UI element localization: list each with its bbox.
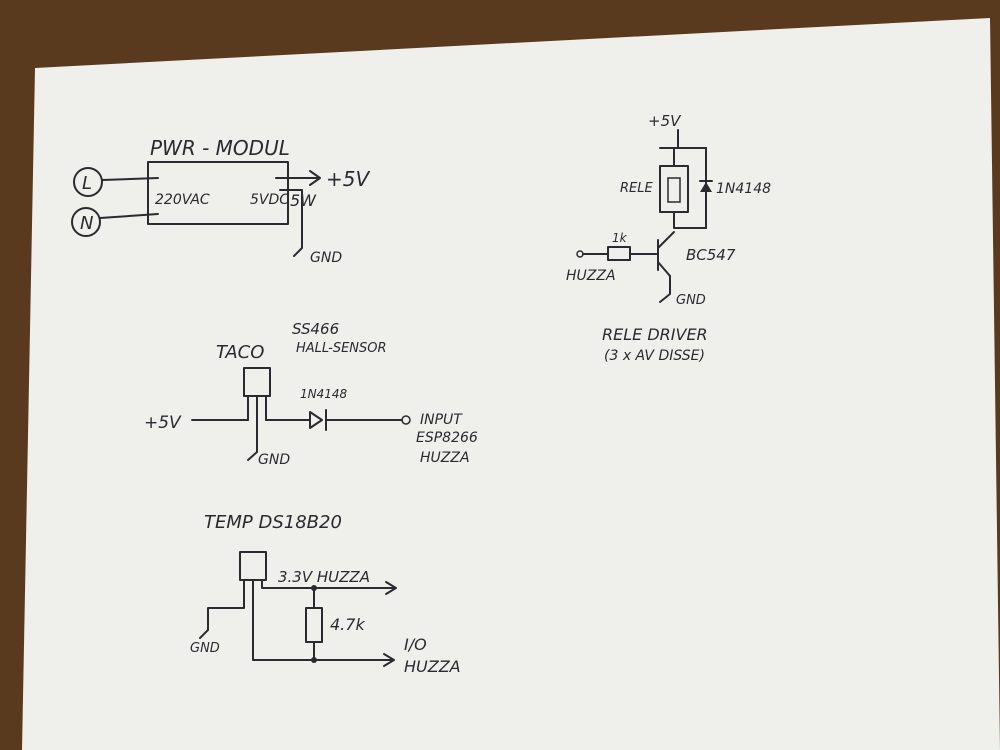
temp-io-1: I/O: [404, 635, 427, 654]
rele-gnd-label: GND: [676, 293, 706, 308]
taco-input-2: ESP8266: [416, 430, 478, 446]
plus5v-arrow: [309, 170, 321, 186]
terminal-n-label: N: [80, 213, 93, 234]
temp-title: TEMP DS18B20: [204, 512, 342, 533]
taco-gnd-wire: [247, 439, 258, 461]
flyback-diode-symbol: [700, 182, 712, 192]
input-voltage-label: 220VAC: [155, 192, 210, 208]
taco-input-3: HUZZA: [420, 450, 470, 466]
plus5v-label: +5V: [326, 167, 370, 191]
rele-driver-schematic: +5V RELE 1N4148 BC547 1k HUZZA GND RELE …: [566, 112, 771, 364]
temp-supply-wire: [261, 579, 395, 589]
rele-caption-2: (3 x AV DISSE): [604, 348, 705, 364]
gnd-wire: [279, 189, 303, 257]
power-module-schematic: PWR - MODUL L N 220VAC 5VDC 5W +5V GND: [71, 136, 370, 266]
n-wire: [99, 213, 159, 219]
paper-sheet: [22, 18, 1000, 750]
l-wire: [101, 177, 159, 181]
temp-data-wire: [252, 579, 393, 661]
taco-diode-triangle: [309, 411, 323, 429]
relay-label: RELE: [620, 181, 653, 196]
temp-schematic: TEMP DS18B20 GND 3.3V HUZZA 4.7k I/O HUZ…: [190, 512, 461, 676]
power-module-box: [147, 161, 289, 225]
taco-input-1: INPUT: [420, 412, 463, 428]
transistor-collector: [657, 231, 675, 249]
coil-bottom-wire: [673, 211, 707, 229]
rele-vcc-label: +5V: [648, 112, 682, 130]
temp-data-arrow: [383, 653, 395, 667]
temp-io-2: HUZZA: [404, 657, 461, 676]
output-voltage-label: 5VDC: [250, 192, 289, 208]
rele-gnd-wire: [659, 275, 671, 303]
resistor-label: 4.7k: [330, 615, 365, 634]
power-gnd-label: GND: [310, 250, 342, 266]
power-module-title: PWR - MODUL: [150, 136, 290, 160]
taco-gnd-label: GND: [258, 452, 290, 468]
taco-title: TACO: [216, 342, 264, 363]
base-resistor-label: 1k: [612, 231, 628, 245]
taco-sensor-type: HALL-SENSOR: [296, 341, 387, 356]
terminal-l-circle: [73, 167, 103, 197]
transistor-emitter: [657, 261, 671, 277]
taco-input-node: [401, 415, 411, 425]
transistor-label: BC547: [686, 246, 736, 264]
terminal-n-circle: [71, 207, 101, 237]
taco-vcc-label: +5V: [144, 413, 182, 433]
diode-label: 1N4148: [716, 181, 771, 197]
rele-caption-1: RELE DRIVER: [602, 325, 708, 344]
taco-sensor-part: SS466: [292, 320, 339, 338]
terminal-l-label: L: [82, 173, 92, 194]
rele-input-label: HUZZA: [566, 268, 616, 284]
temp-supply-arrow: [385, 581, 397, 595]
relay-coil-inner: [667, 177, 681, 203]
power-rating-label: 5W: [290, 191, 317, 210]
temp-junction-bottom: [311, 657, 317, 663]
taco-schematic: SS466 HALL-SENSOR TACO +5V 1N4148 GND IN…: [144, 320, 478, 468]
temp-gnd-wire: [199, 579, 245, 639]
temp-supply-label: 3.3V HUZZA: [278, 568, 370, 586]
taco-diode-label: 1N4148: [300, 387, 348, 401]
temp-gnd-label: GND: [190, 641, 220, 656]
